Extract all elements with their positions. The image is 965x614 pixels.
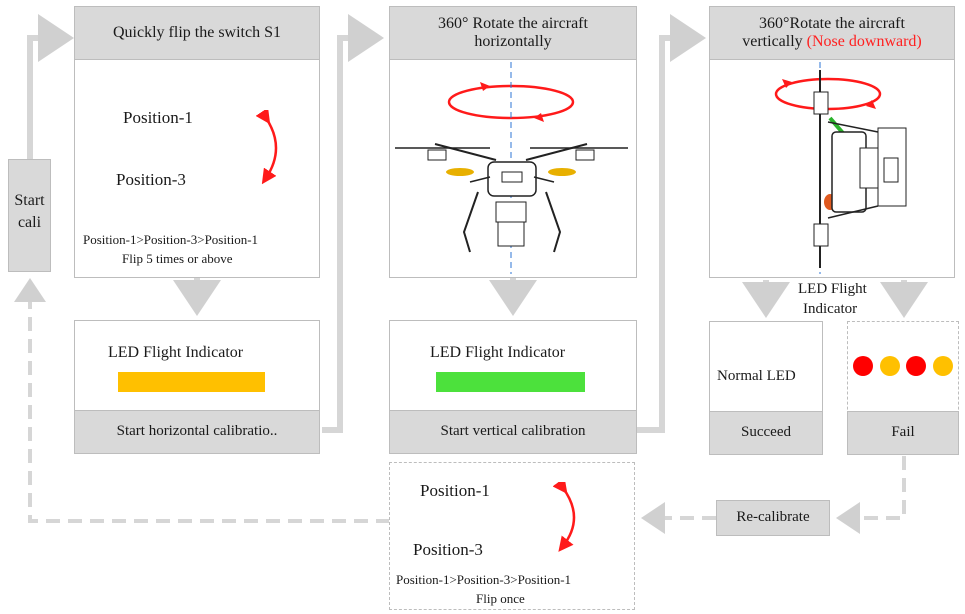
step3-led-label-line2: Indicator [803,301,858,317]
succeed-footer-text: Succeed [741,424,791,441]
arrow-led1-to-step2 [322,14,384,433]
step3-led-label-line1: LED Flight [798,281,867,297]
step1-footer-text: Start horizontal calibratio.. [116,423,278,440]
step1-footer: Start horizontal calibratio.. [74,410,320,454]
fail-led-dot-red-icon [853,356,873,376]
drone-horizontal-image [395,62,628,274]
step1-title-text: Quickly flip the switch S1 [113,23,281,41]
start-cali-box: Start cali [8,159,51,272]
fail-led-dot-yellow-icon [879,356,900,376]
flip-once-position-1: Position-1 [420,481,490,500]
normal-led-label: Normal LED [717,368,796,384]
step2-led-bar [436,372,585,392]
step1-position-3: Position-3 [116,170,186,189]
step3-title-line2a: vertically [742,33,807,50]
step1-title: Quickly flip the switch S1 [74,6,320,60]
flip-once-sequence: Position-1>Position-3>Position-1 [396,572,572,587]
fail-led-dots [853,356,953,376]
recalibrate-box: Re-calibrate [716,500,830,536]
step2-footer-text: Start vertical calibration [440,423,586,440]
arrow-led2-to-step3 [637,14,706,433]
step3-title: 360°Rotate the aircraft vertically (Nose… [709,6,955,60]
flip-once-box [389,462,635,610]
drone-vertical-image [774,62,907,274]
recalibrate-label: Re-calibrate [736,509,810,526]
step1-led-label: LED Flight Indicator [108,344,244,361]
arrow-flip-once-to-start [14,278,390,523]
flip-once-arrow-icon [553,482,576,552]
step2-title: 360° Rotate the aircraft horizontally [389,6,637,60]
fail-footer: Fail [847,411,959,455]
step3-title-line2b: (Nose downward) [806,33,922,50]
start-label-line1: Start [14,192,45,209]
arrow-start-to-step1 [27,14,74,160]
fail-footer-text: Fail [891,424,915,441]
flip-once-position-3: Position-3 [413,540,483,559]
step1-led-bar [118,372,265,392]
step3-title-line1: 360°Rotate the aircraft [759,14,905,32]
step1-repeat: Flip 5 times or above [122,251,233,266]
arrow-fail-to-recalibrate [836,456,906,534]
step2-footer: Start vertical calibration [389,410,637,454]
flip-once-repeat: Flip once [476,591,525,606]
step2-title-line1: 360° Rotate the aircraft [438,14,588,32]
step2-title-line2: horizontally [474,33,552,50]
start-label-line2: cali [17,214,42,231]
step1-position-1: Position-1 [123,108,193,127]
step1-sequence: Position-1>Position-3>Position-1 [83,232,259,247]
fail-led-dot-red-icon [906,356,927,376]
step1-flip-arrow-icon [255,110,278,185]
succeed-footer: Succeed [709,411,823,455]
fail-led-dot-yellow-icon [932,356,953,376]
step2-led-label: LED Flight Indicator [430,344,566,361]
